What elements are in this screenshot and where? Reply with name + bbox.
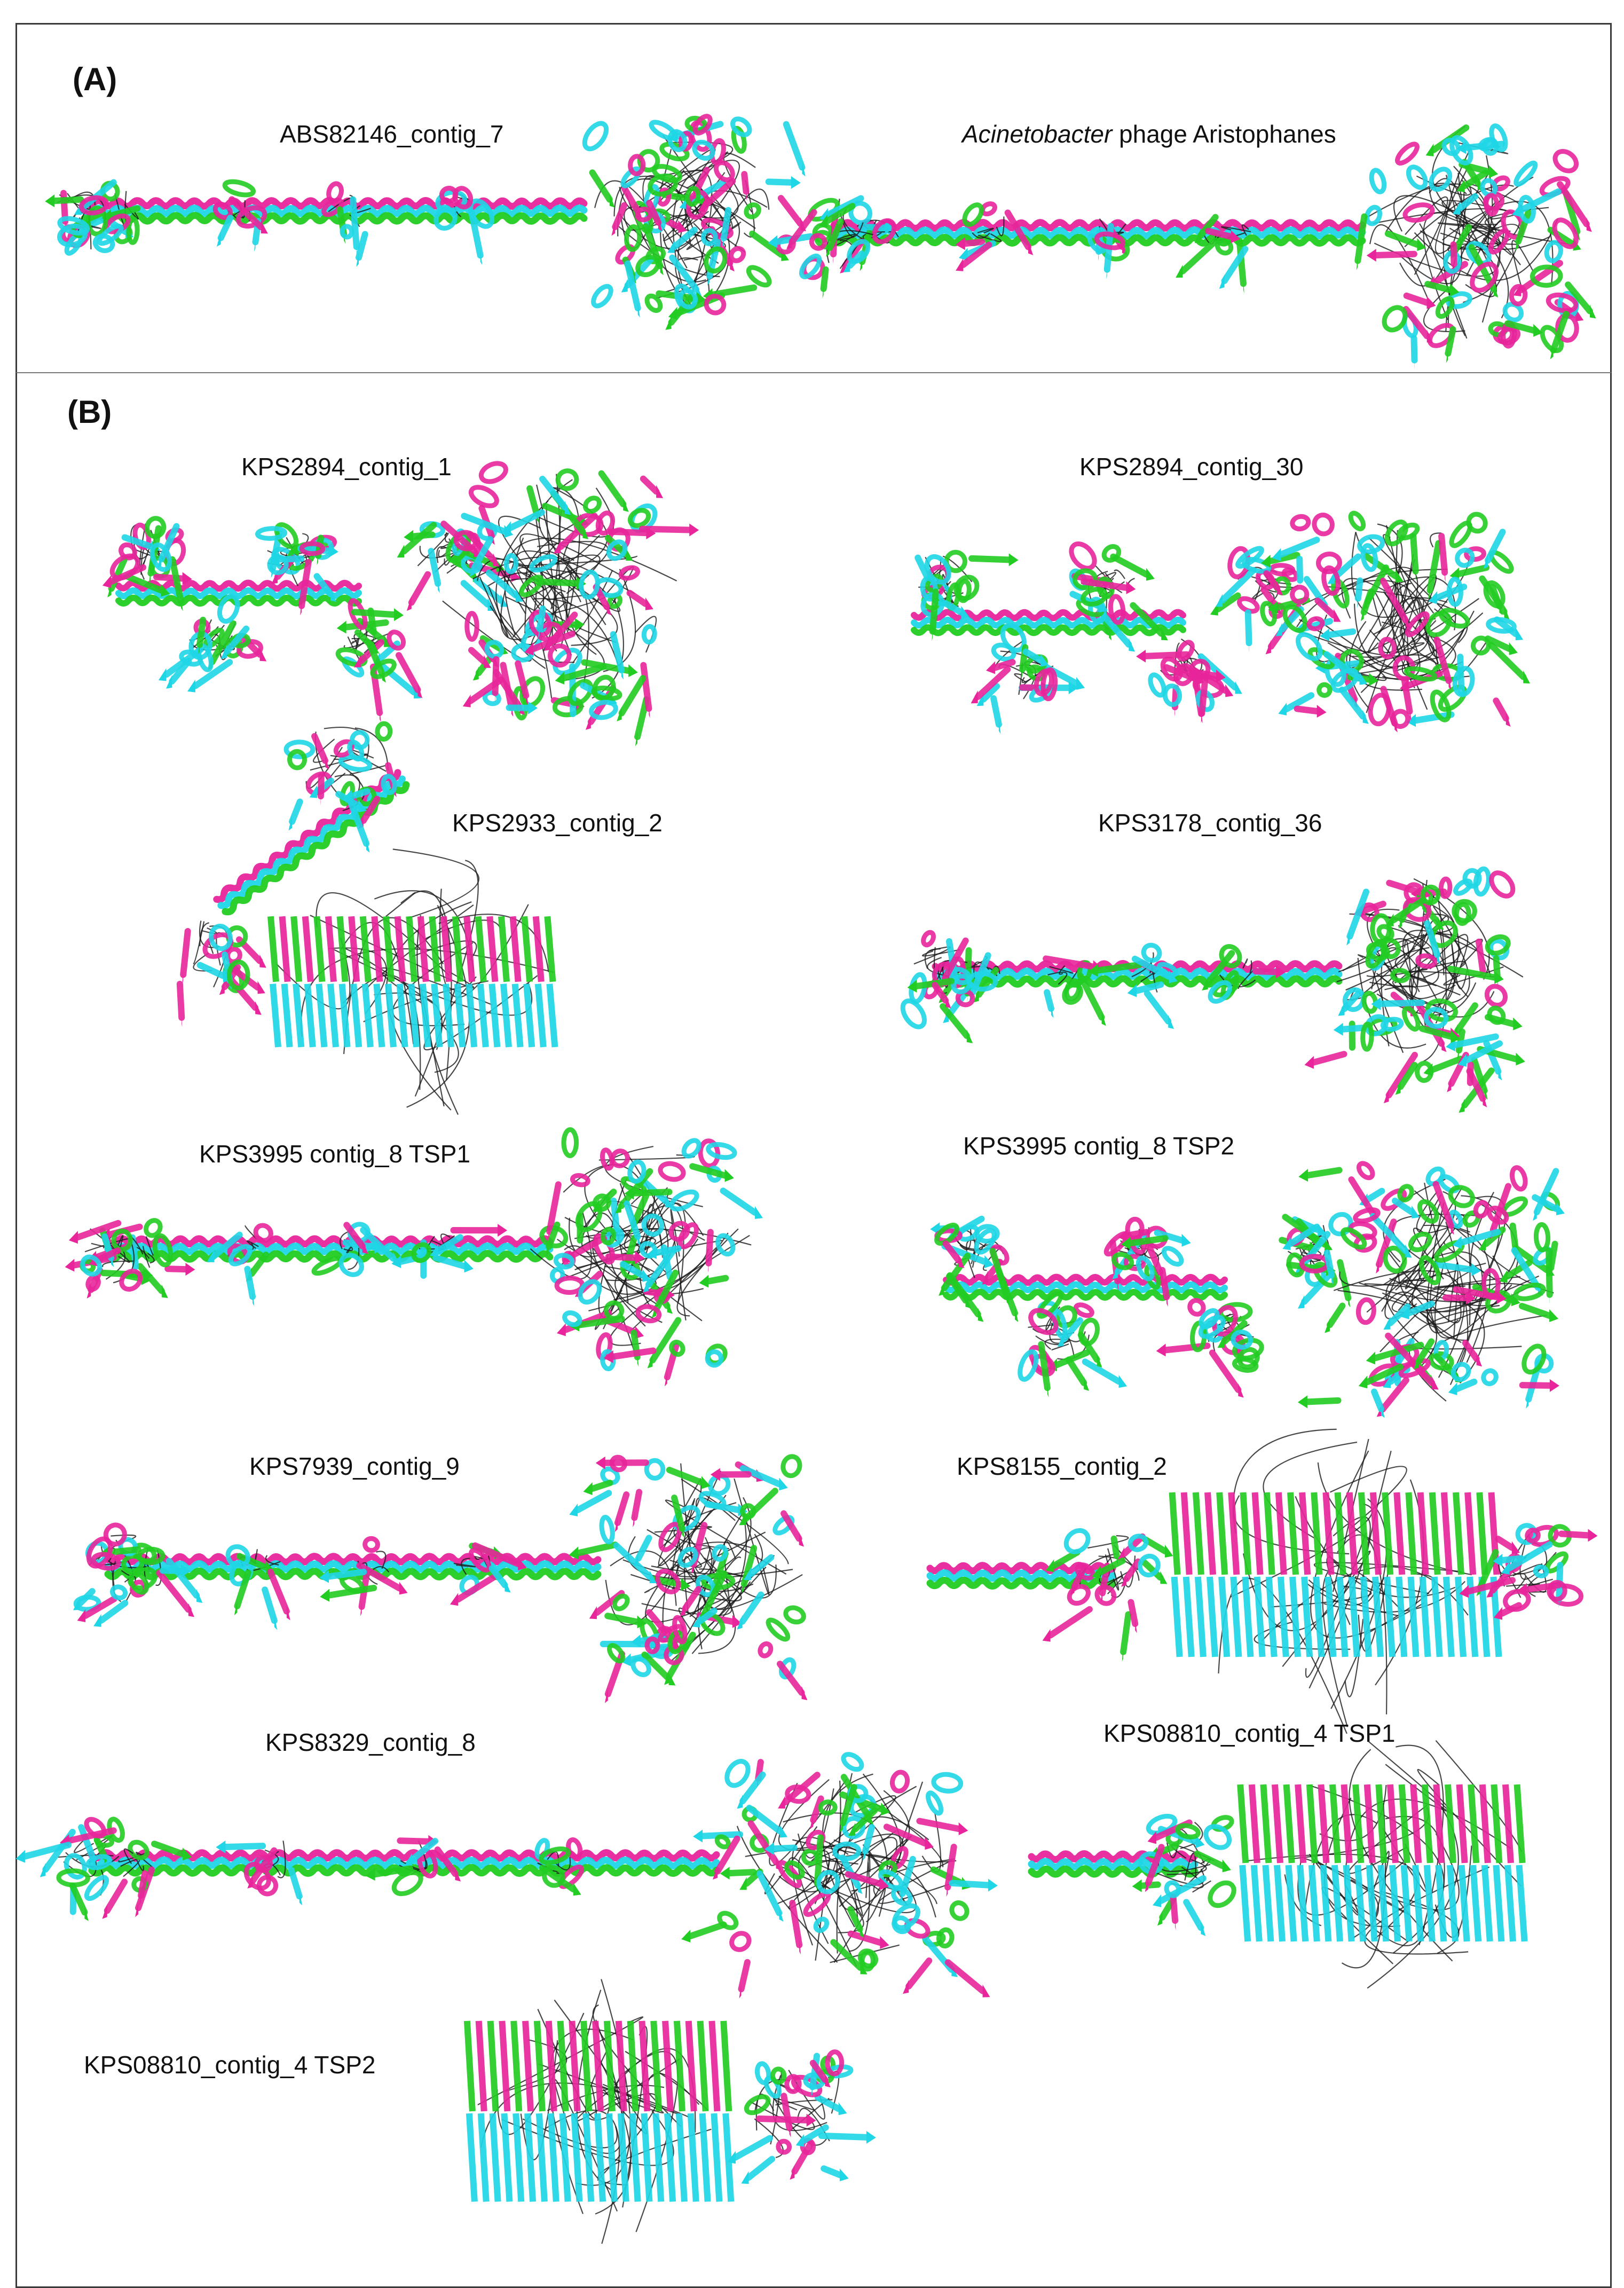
protein-structure-kps3178-contig36 (903, 854, 1523, 1094)
structure-caption-kps3178-contig36: KPS3178_contig_36 (1098, 808, 1322, 837)
panel-b-label: (B) (67, 394, 112, 430)
panel-b: (B) KPS2894_contig_1 KPS2894_contig_30 K… (15, 372, 1612, 2288)
protein-structure-kps2933-contig2 (151, 720, 631, 1105)
protein-structure-kps8155-contig2 (914, 1457, 1576, 1692)
structure-caption-kps08810-tsp2: KPS08810_contig_4 TSP2 (84, 2050, 375, 2079)
structure-caption-kps08810-tsp1: KPS08810_contig_4 TSP1 (1103, 1719, 1395, 1748)
protein-structure-abs82146 (52, 96, 810, 326)
protein-structure-kps08810-tsp2 (428, 1986, 861, 2237)
protein-structure-kps2894-contig1 (97, 453, 674, 731)
protein-structure-kps3995-tsp1 (76, 1115, 748, 1382)
protein-structure-acinetobacter-phage (802, 105, 1592, 361)
protein-structure-kps8329-contig8 (60, 1740, 989, 1986)
structure-caption-kps2894-contig30: KPS2894_contig_30 (1079, 452, 1303, 481)
protein-structure-kps3995-tsp2 (925, 1153, 1576, 1420)
panel-a: (A) ABS82146_contig_7 Acinetobacter phag… (15, 23, 1612, 374)
protein-structure-kps2894-contig30 (893, 507, 1523, 736)
protein-structure-kps7939-contig9 (76, 1441, 818, 1692)
protein-structure-kps08810-tsp1 (1015, 1751, 1592, 1975)
panel-a-label: (A) (73, 61, 117, 98)
